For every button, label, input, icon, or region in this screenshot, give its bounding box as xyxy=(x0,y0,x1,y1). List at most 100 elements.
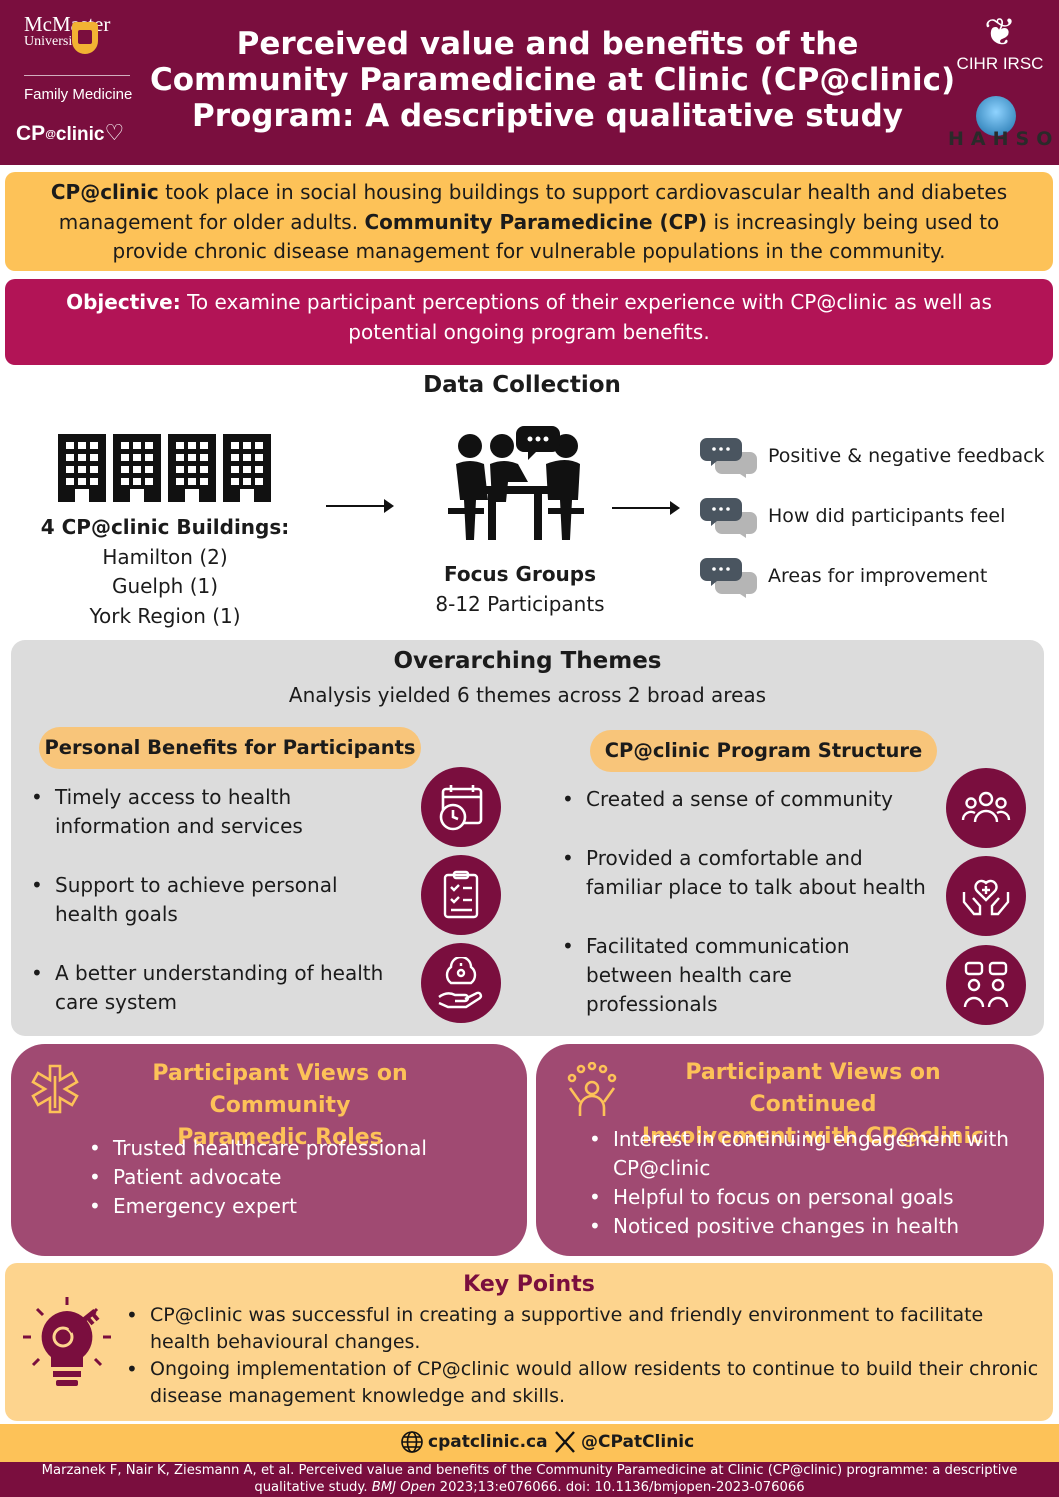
topic-label: Areas for improvement xyxy=(768,565,988,587)
x-logo-icon xyxy=(555,1431,575,1453)
building-window xyxy=(200,478,208,485)
heart-hands-icon xyxy=(946,856,1026,936)
building-window xyxy=(255,466,263,473)
star-of-life-icon xyxy=(31,1064,79,1114)
building-window xyxy=(243,466,251,473)
maple-leaf-icon: ❦ xyxy=(984,10,1016,54)
building-window xyxy=(176,454,184,461)
key-point-line: health behavioural changes. xyxy=(150,1330,421,1353)
building-window xyxy=(66,454,74,461)
theme-item-line: A better understanding of health xyxy=(55,961,384,985)
cpclinic-logo-clinic: clinic xyxy=(55,124,105,145)
building-window xyxy=(188,442,196,449)
topic-label: How did participants feel xyxy=(768,505,1006,527)
buildings-icon xyxy=(58,434,272,502)
building-window xyxy=(78,466,86,473)
community-icon xyxy=(946,768,1026,848)
paramedic-roles-card: Participant Views on Community Paramedic… xyxy=(11,1044,527,1256)
building-window xyxy=(176,478,184,485)
building-window xyxy=(121,478,129,485)
key-points-box: Key Points CP@clinic was successful in c… xyxy=(5,1263,1053,1421)
page-title: Perceived value and benefits of the Comm… xyxy=(150,26,956,134)
building-window xyxy=(133,466,141,473)
citation-line: Marzanek F, Nair K, Ziesmann A, et al. P… xyxy=(41,1463,1018,1478)
building-window xyxy=(90,442,98,449)
card-title-line: Participant Views on Continued xyxy=(685,1060,941,1117)
building-window xyxy=(133,454,141,461)
professionals-chat-icon xyxy=(946,945,1026,1025)
building-window xyxy=(90,466,98,473)
chat-bubbles-icon xyxy=(700,498,757,538)
cihr-name: CIHR IRSC xyxy=(956,54,1044,73)
intro-box: CP@clinic took place in social housing b… xyxy=(5,172,1053,271)
building-window xyxy=(66,442,74,449)
citation-line: qualitative study. BMJ Open 2023;13:e076… xyxy=(0,1479,1059,1496)
social-handle-link[interactable]: @CPatClinic xyxy=(553,1430,694,1454)
links-bar: cpatclinic.ca @CPatClinic xyxy=(0,1424,1059,1462)
themes-panel: Overarching Themes Analysis yielded 6 th… xyxy=(11,640,1044,1036)
website-link[interactable]: cpatclinic.ca xyxy=(400,1430,548,1454)
building-window xyxy=(200,454,208,461)
building-window xyxy=(121,454,129,461)
building-window xyxy=(255,478,263,485)
objective-label: Objective: xyxy=(66,290,181,314)
building-window xyxy=(188,454,196,461)
building-window xyxy=(145,466,153,473)
personal-benefits-heading: Personal Benefits for Participants xyxy=(39,727,421,769)
key-point-item: CP@clinic was successful in creating a s… xyxy=(124,1302,1044,1355)
continued-involvement-card: Participant Views on Continued Involveme… xyxy=(536,1044,1044,1256)
theme-item-line: familiar place to talk about health xyxy=(586,875,926,899)
building-window xyxy=(121,466,129,473)
chat-bubbles-icon xyxy=(700,438,757,478)
theme-item-line: Support to achieve personal xyxy=(55,873,338,897)
building-icon xyxy=(113,434,161,502)
globe-icon xyxy=(976,96,1016,136)
university-name-line2: University xyxy=(24,34,84,49)
key-point-line: Ongoing implementation of CP@clinic woul… xyxy=(150,1358,1039,1380)
involvement-item-line: Interest in continuing engagement with xyxy=(613,1127,1009,1151)
building-window xyxy=(133,442,141,449)
intro-program-name: CP@clinic xyxy=(50,180,159,204)
role-item: Emergency expert xyxy=(87,1192,507,1221)
themes-title: Overarching Themes xyxy=(393,648,662,674)
arrow-right-icon xyxy=(612,501,680,515)
building-window xyxy=(255,442,263,449)
building-window xyxy=(188,478,196,485)
building-door xyxy=(240,489,254,502)
building-window xyxy=(145,454,153,461)
building-window xyxy=(133,478,141,485)
focus-groups-caption: Focus Groups 8-12 Participants xyxy=(400,560,640,619)
cpclinic-logo: CP@clinic♡ xyxy=(16,120,124,146)
key-points-title: Key Points xyxy=(463,1272,595,1297)
celebrating-person-icon xyxy=(567,1062,617,1116)
building-icon xyxy=(168,434,216,502)
involvement-item: Noticed positive changes in health xyxy=(587,1212,1037,1241)
key-point-item: Ongoing implementation of CP@clinic woul… xyxy=(124,1356,1044,1409)
focus-groups-title: Focus Groups xyxy=(443,562,597,586)
intro-cp-term: Community Paramedicine (CP) xyxy=(364,209,708,234)
buildings-title: 4 CP@clinic Buildings: xyxy=(40,515,290,539)
building-window xyxy=(231,466,239,473)
theme-item-line: between health care xyxy=(586,963,792,987)
building-window xyxy=(66,478,74,485)
website-link-text: cpatclinic.ca xyxy=(428,1432,548,1452)
building-window xyxy=(231,454,239,461)
calendar-clock-icon xyxy=(421,767,501,847)
building-window xyxy=(243,442,251,449)
building-window xyxy=(78,454,86,461)
theme-item: Timely access to health information and … xyxy=(29,783,409,841)
building-door xyxy=(75,489,89,502)
card-title-line: Participant Views on Community xyxy=(152,1061,408,1118)
citation-footer: Marzanek F, Nair K, Ziesmann A, et al. P… xyxy=(0,1462,1059,1497)
health-checklist-icon xyxy=(421,855,501,935)
hahso-name: HAHSO xyxy=(948,128,1059,150)
intro-text: is increasingly being used to provide ch… xyxy=(112,209,1000,264)
title-line: Community Paramedicine at Clinic (CP@cli… xyxy=(150,62,956,98)
building-door xyxy=(185,489,199,502)
theme-item-line: information and services xyxy=(55,814,303,838)
theme-item: Provided a comfortable and familiar plac… xyxy=(560,844,950,902)
title-line: Program: A descriptive qualitative study xyxy=(192,98,903,134)
program-structure-heading: CP@clinic Program Structure xyxy=(590,730,937,772)
citation-text: qualitative study. xyxy=(254,1480,372,1495)
building-window xyxy=(90,478,98,485)
